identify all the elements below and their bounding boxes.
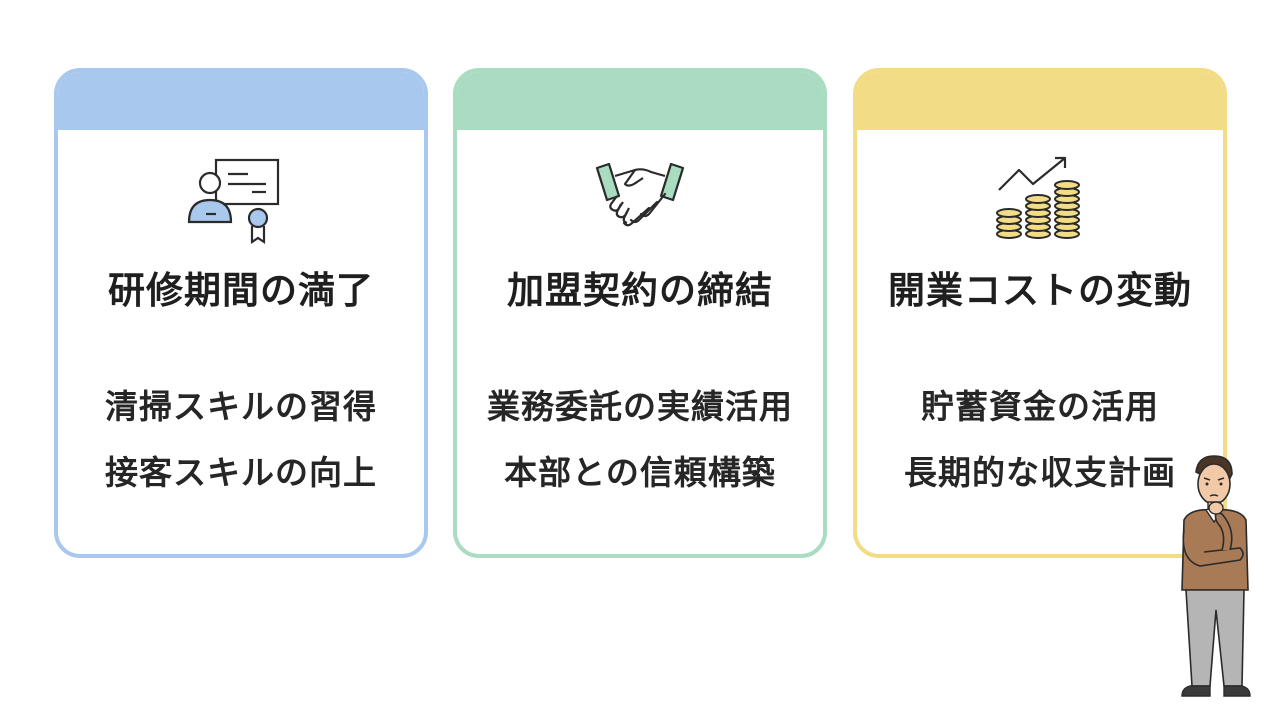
card-startup-cost: 開業コストの変動 貯蓄資金の活用 長期的な収支計画 <box>853 68 1227 558</box>
card-body: 貯蓄資金の活用 長期的な収支計画 <box>857 374 1223 506</box>
card-title: 研修期間の満了 <box>108 269 374 312</box>
thinking-man-icon <box>1170 450 1260 710</box>
card-title: 加盟契約の締結 <box>507 269 773 312</box>
card-line: 貯蓄資金の活用 <box>921 387 1159 426</box>
card-body: 清掃スキルの習得 接客スキルの向上 <box>58 374 424 506</box>
card-body: 業務委託の実績活用 本部との信頼構築 <box>457 374 823 506</box>
card-header-band <box>58 72 424 130</box>
card-line: 業務委託の実績活用 <box>487 387 793 426</box>
card-line: 長期的な収支計画 <box>904 453 1176 492</box>
card-line: 清掃スキルの習得 <box>105 387 377 426</box>
card-franchise-contract: 加盟契約の締結 業務委託の実績活用 本部との信頼構築 <box>453 68 827 558</box>
certificate-icon <box>186 154 296 254</box>
handshake-icon <box>585 154 695 254</box>
coins-growth-icon <box>985 154 1095 254</box>
card-header-band <box>457 72 823 130</box>
card-line: 本部との信頼構築 <box>504 453 776 492</box>
card-line: 接客スキルの向上 <box>105 453 377 492</box>
card-title: 開業コストの変動 <box>888 269 1192 312</box>
card-header-band <box>857 72 1223 130</box>
card-training-completion: 研修期間の満了 清掃スキルの習得 接客スキルの向上 <box>54 68 428 558</box>
